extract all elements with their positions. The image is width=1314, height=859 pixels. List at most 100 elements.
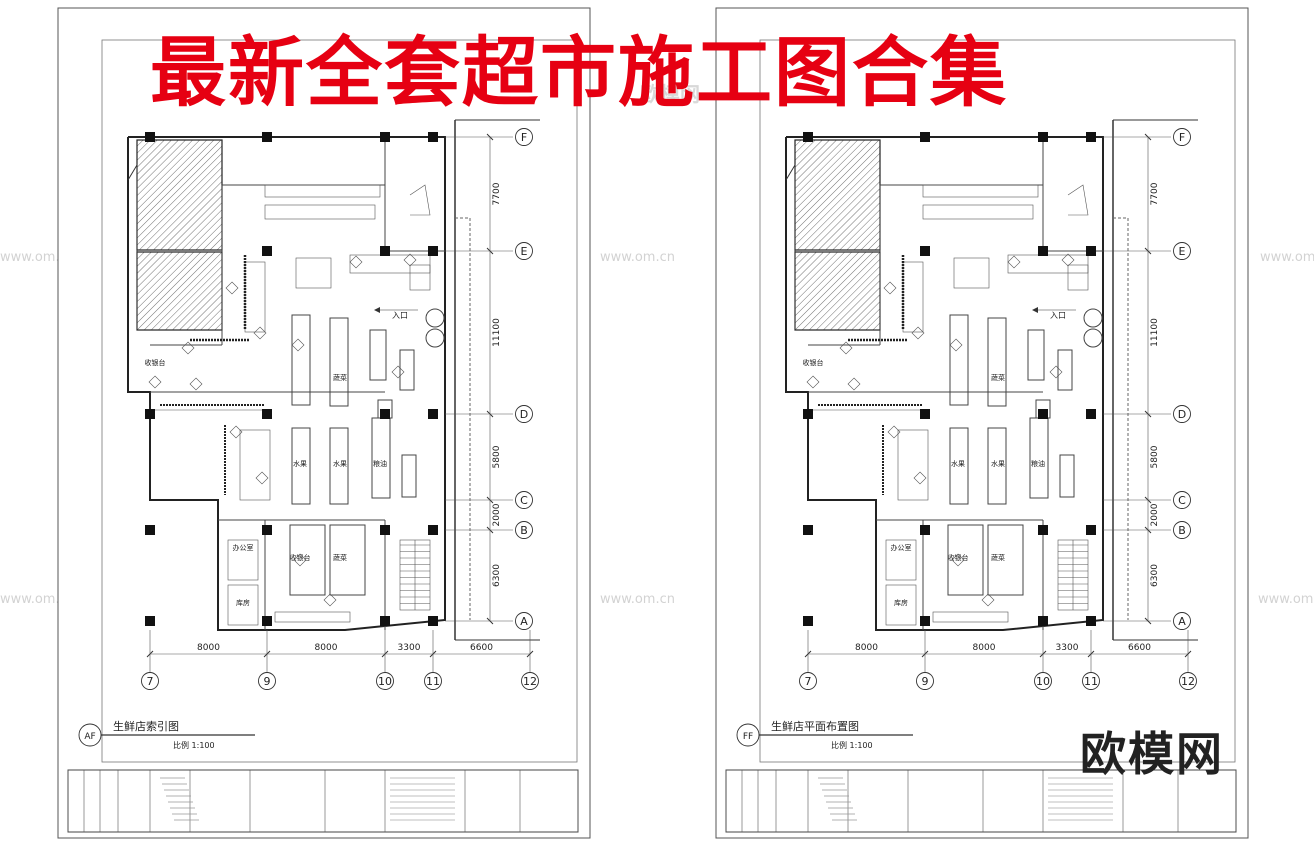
grid-col-label: 7: [147, 675, 154, 688]
structural-column: [1086, 246, 1096, 256]
headline-banner: 最新全套超市施工图合集: [150, 28, 1008, 117]
hatched-room: [136, 251, 223, 331]
grid-bubble: [515, 242, 533, 260]
grid-col-label: 9: [264, 675, 271, 688]
room-label-cash: 收银台: [145, 358, 166, 367]
grid-bubble: [1179, 672, 1197, 690]
grid-bubble: [515, 405, 533, 423]
restroom: [227, 539, 259, 581]
shelf-island: [947, 524, 984, 596]
structural-column: [803, 616, 813, 626]
grid-col-label: 11: [426, 675, 440, 688]
grid-col-label: 12: [1181, 675, 1195, 688]
dim-label-horizontal: 8000: [973, 643, 996, 653]
grid-bubble: [916, 672, 934, 690]
structural-column: [380, 246, 390, 256]
watermark-site: www.om.cn: [600, 250, 675, 265]
curtain-wall: [127, 163, 138, 330]
grid-bubble: [1082, 672, 1100, 690]
brand-logo: 欧模网: [1080, 727, 1224, 781]
index-marker: [189, 377, 203, 391]
structural-column: [262, 246, 272, 256]
shelf-island: [1057, 349, 1073, 391]
structural-column: [145, 616, 155, 626]
door-swing: [425, 328, 445, 348]
structural-column: [920, 616, 930, 626]
shelf-island: [289, 524, 326, 596]
dim-label-horizontal: 6600: [470, 643, 493, 653]
room-label-fruit: 水果: [333, 459, 347, 468]
dim-label-horizontal: 3300: [398, 643, 421, 653]
grid-bubble: [1173, 242, 1191, 260]
hatched-room: [136, 139, 223, 251]
index-marker: [255, 471, 269, 485]
index-marker: [806, 375, 820, 389]
structural-column: [1038, 246, 1048, 256]
shelf-island: [329, 524, 366, 596]
exterior-wall: [127, 136, 446, 631]
dim-label-vertical: 6300: [1150, 564, 1160, 587]
dim-label-vertical: 5800: [492, 445, 502, 468]
shelf-island: [1027, 329, 1045, 381]
grid-bubble: [1173, 405, 1191, 423]
stair-upper: [1067, 184, 1089, 216]
shelf-island: [291, 314, 311, 406]
shelf-island: [987, 317, 1007, 407]
dim-label-horizontal: 8000: [855, 643, 878, 653]
grid-row-label: C: [1178, 494, 1186, 507]
watermark-site: www.om.cn: [1260, 250, 1314, 265]
structural-column: [428, 132, 438, 142]
index-marker: [883, 281, 897, 295]
grid-bubble: [799, 672, 817, 690]
room-label-grain: 粮油: [1031, 459, 1045, 468]
room-label-office: 办公室: [891, 543, 912, 552]
grid-bubble: [515, 491, 533, 509]
structural-column: [428, 409, 438, 419]
structural-column: [1038, 132, 1048, 142]
shelf-island: [369, 329, 387, 381]
room-label-storage: 库房: [236, 598, 250, 607]
grid-bubble: [376, 672, 394, 690]
room-label-fruit: 水果: [991, 459, 1005, 468]
structural-column: [1038, 525, 1048, 535]
sheet-border: [715, 7, 1249, 839]
entrance-arrowhead: [374, 307, 380, 313]
counter: [922, 204, 1034, 220]
structural-column: [920, 246, 930, 256]
shelf-island: [329, 317, 349, 407]
door-swing: [1083, 308, 1103, 328]
grid-bubble: [1034, 672, 1052, 690]
room-label-storage: 库房: [894, 598, 908, 607]
structural-column: [1086, 616, 1096, 626]
index-marker: [951, 553, 965, 567]
sheet-right: 入口蔬菜水果水果粮油收银台蔬菜办公室库房收银台FEDCBA77001110058…: [715, 7, 1249, 839]
shelf-island: [987, 524, 1024, 596]
counter: [922, 184, 1039, 198]
grid-bubble: [515, 128, 533, 146]
sheet-inner-frame: [759, 39, 1236, 763]
counter: [409, 264, 431, 291]
grid-row-label: D: [1178, 408, 1186, 421]
shelf-island: [399, 349, 415, 391]
dim-label-vertical: 6300: [492, 564, 502, 587]
structural-column: [428, 246, 438, 256]
structural-column: [803, 409, 813, 419]
room-label-fruit: 水果: [951, 459, 965, 468]
shelf-island: [932, 611, 1009, 623]
grid-row-label: F: [521, 131, 527, 144]
counter: [264, 184, 381, 198]
grid-col-label: 7: [805, 675, 812, 688]
grid-bubble: [424, 672, 442, 690]
index-marker: [293, 553, 307, 567]
structural-column: [380, 525, 390, 535]
index-marker: [225, 281, 239, 295]
shelf-island: [949, 314, 969, 406]
grid-row-label: E: [521, 245, 528, 258]
index-marker: [839, 341, 853, 355]
grid-bubble: [515, 521, 533, 539]
index-marker: [291, 338, 305, 352]
dim-label-vertical: 7700: [1150, 182, 1160, 205]
structural-column: [1086, 525, 1096, 535]
index-marker: [913, 471, 927, 485]
room-label-cash: 收银台: [803, 358, 824, 367]
